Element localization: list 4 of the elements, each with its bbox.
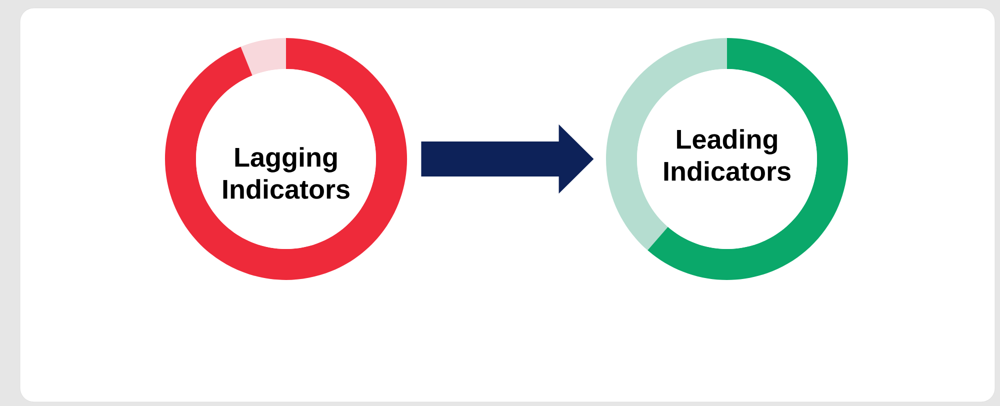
donut-ring (606, 38, 848, 280)
indicator-label: Lagging Indicators (223, 147, 350, 199)
donut-ring (165, 38, 408, 280)
indicator-label: Leading Indicators (664, 129, 790, 181)
